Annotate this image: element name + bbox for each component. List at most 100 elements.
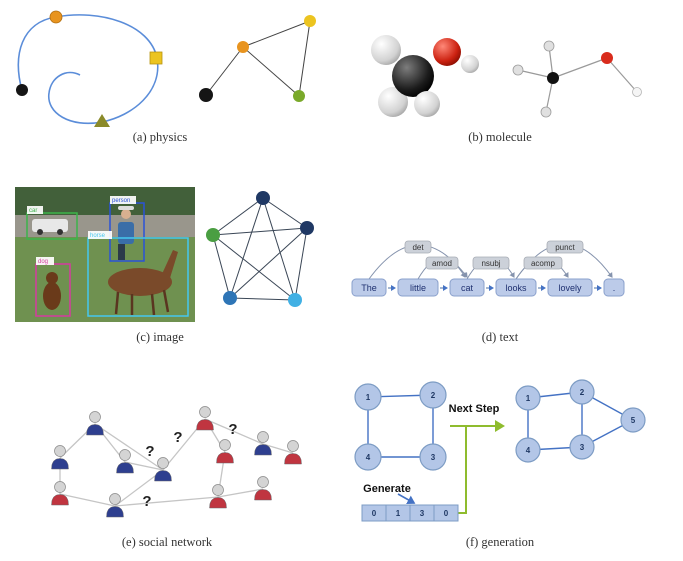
sequence-value: 3 xyxy=(420,509,425,518)
gen-left-graph: 1 2 3 4 xyxy=(354,381,447,471)
gen-node xyxy=(569,434,595,460)
hydrogen-sphere xyxy=(414,91,440,117)
green-connector xyxy=(458,427,467,514)
oxygen-graph-node xyxy=(601,52,613,64)
word-label: looks xyxy=(505,283,527,293)
dog-shape xyxy=(43,282,61,310)
graph-node-green xyxy=(293,90,305,102)
horse-neck xyxy=(162,250,178,278)
bond-edge xyxy=(552,57,608,79)
horse-leg xyxy=(162,289,170,313)
avatar-navy xyxy=(116,449,134,474)
generate-arrow xyxy=(397,493,416,505)
horse-shape xyxy=(108,268,172,296)
graph-edge xyxy=(229,197,264,299)
gen-node xyxy=(515,437,541,463)
hydrogen-sphere xyxy=(371,35,401,65)
person-leg xyxy=(118,244,125,260)
bbox-label-person: person xyxy=(112,198,130,204)
graph-edge xyxy=(298,20,311,97)
avatar-navy xyxy=(154,457,172,482)
avatar-red xyxy=(216,439,234,464)
avatar-navy xyxy=(86,411,104,436)
bbox-label-bg xyxy=(110,196,136,204)
question-mark: ? xyxy=(142,493,151,510)
bond-edge xyxy=(606,57,638,93)
question-mark: ? xyxy=(145,443,154,460)
gen-node-label: 2 xyxy=(431,391,436,400)
caption-social: (e) social network xyxy=(122,535,213,549)
graph-edge xyxy=(212,197,264,236)
social-edge xyxy=(217,488,264,498)
arc-label: acomp xyxy=(531,259,556,268)
arc-label: nsubj xyxy=(481,259,500,268)
k5-node-green xyxy=(206,228,220,242)
word-label: lovely xyxy=(558,283,582,293)
question-mark: ? xyxy=(173,429,182,446)
avatar-navy xyxy=(254,431,272,456)
person-head xyxy=(121,209,131,219)
graph-edge xyxy=(262,197,308,229)
sequence-value: 1 xyxy=(396,509,401,518)
k5-node-navy xyxy=(256,191,270,205)
generate-label: Generate xyxy=(363,483,411,495)
panel-molecule xyxy=(371,35,642,118)
bbox-label-horse: horse xyxy=(90,233,106,239)
graph-edge xyxy=(229,227,308,299)
question-mark: ? xyxy=(228,421,237,438)
panel-physics xyxy=(16,10,316,127)
avatar-navy xyxy=(106,493,124,518)
word-box xyxy=(495,278,537,297)
caption-image: (c) image xyxy=(136,330,184,344)
arc-label: punct xyxy=(555,243,575,252)
gen-node xyxy=(620,407,646,433)
gen-node xyxy=(569,379,595,405)
sequence-value: 0 xyxy=(372,509,377,518)
social-edge xyxy=(124,461,164,471)
person-hat xyxy=(118,206,134,210)
gen-right-graph: 1 2 3 4 5 xyxy=(515,379,646,463)
caption-physics: (a) physics xyxy=(133,130,188,144)
bbox-label-bg xyxy=(88,231,112,239)
word-box xyxy=(547,278,593,297)
gen-node-label: 4 xyxy=(366,453,371,462)
carbon-graph-node xyxy=(547,72,559,84)
carbon-sphere xyxy=(392,55,434,97)
gen-node xyxy=(419,443,447,471)
bbox-car xyxy=(26,212,78,240)
arc-label: amod xyxy=(432,259,452,268)
graph-node-yellow xyxy=(304,15,316,27)
word-label: little xyxy=(410,283,426,293)
bbox-horse xyxy=(87,237,189,317)
social-edge xyxy=(59,493,116,507)
sequence-cell xyxy=(433,504,459,522)
graph-node-black xyxy=(199,88,213,102)
molecule-graph xyxy=(512,40,642,118)
graph-edge xyxy=(212,234,296,301)
graph-edge xyxy=(294,227,308,301)
caption-generation: (f) generation xyxy=(466,535,535,549)
gen-node-label: 4 xyxy=(526,446,531,455)
car-shape xyxy=(32,219,68,232)
car-wheel xyxy=(57,229,63,235)
social-edge xyxy=(262,443,294,454)
k5-node-blue xyxy=(223,291,237,305)
caption-text: (d) text xyxy=(482,330,519,344)
avatar-red xyxy=(196,406,214,431)
hydrogen-graph-node xyxy=(540,106,552,118)
graph-edge xyxy=(242,46,300,97)
hydrogen-sphere xyxy=(378,87,408,117)
avatar-red xyxy=(254,476,272,501)
triangle-node xyxy=(94,114,110,127)
yellow-square-node xyxy=(149,51,163,65)
gen-node xyxy=(354,443,382,471)
arc-label-box xyxy=(523,256,563,270)
gen-node-label: 2 xyxy=(580,388,585,397)
graph-edge xyxy=(212,227,308,236)
social-edge xyxy=(204,418,264,445)
word-box xyxy=(603,278,625,297)
gen-node-label: 1 xyxy=(366,393,371,402)
panel-image: car person horse dog xyxy=(15,187,314,322)
caption-molecule: (b) molecule xyxy=(468,130,532,144)
